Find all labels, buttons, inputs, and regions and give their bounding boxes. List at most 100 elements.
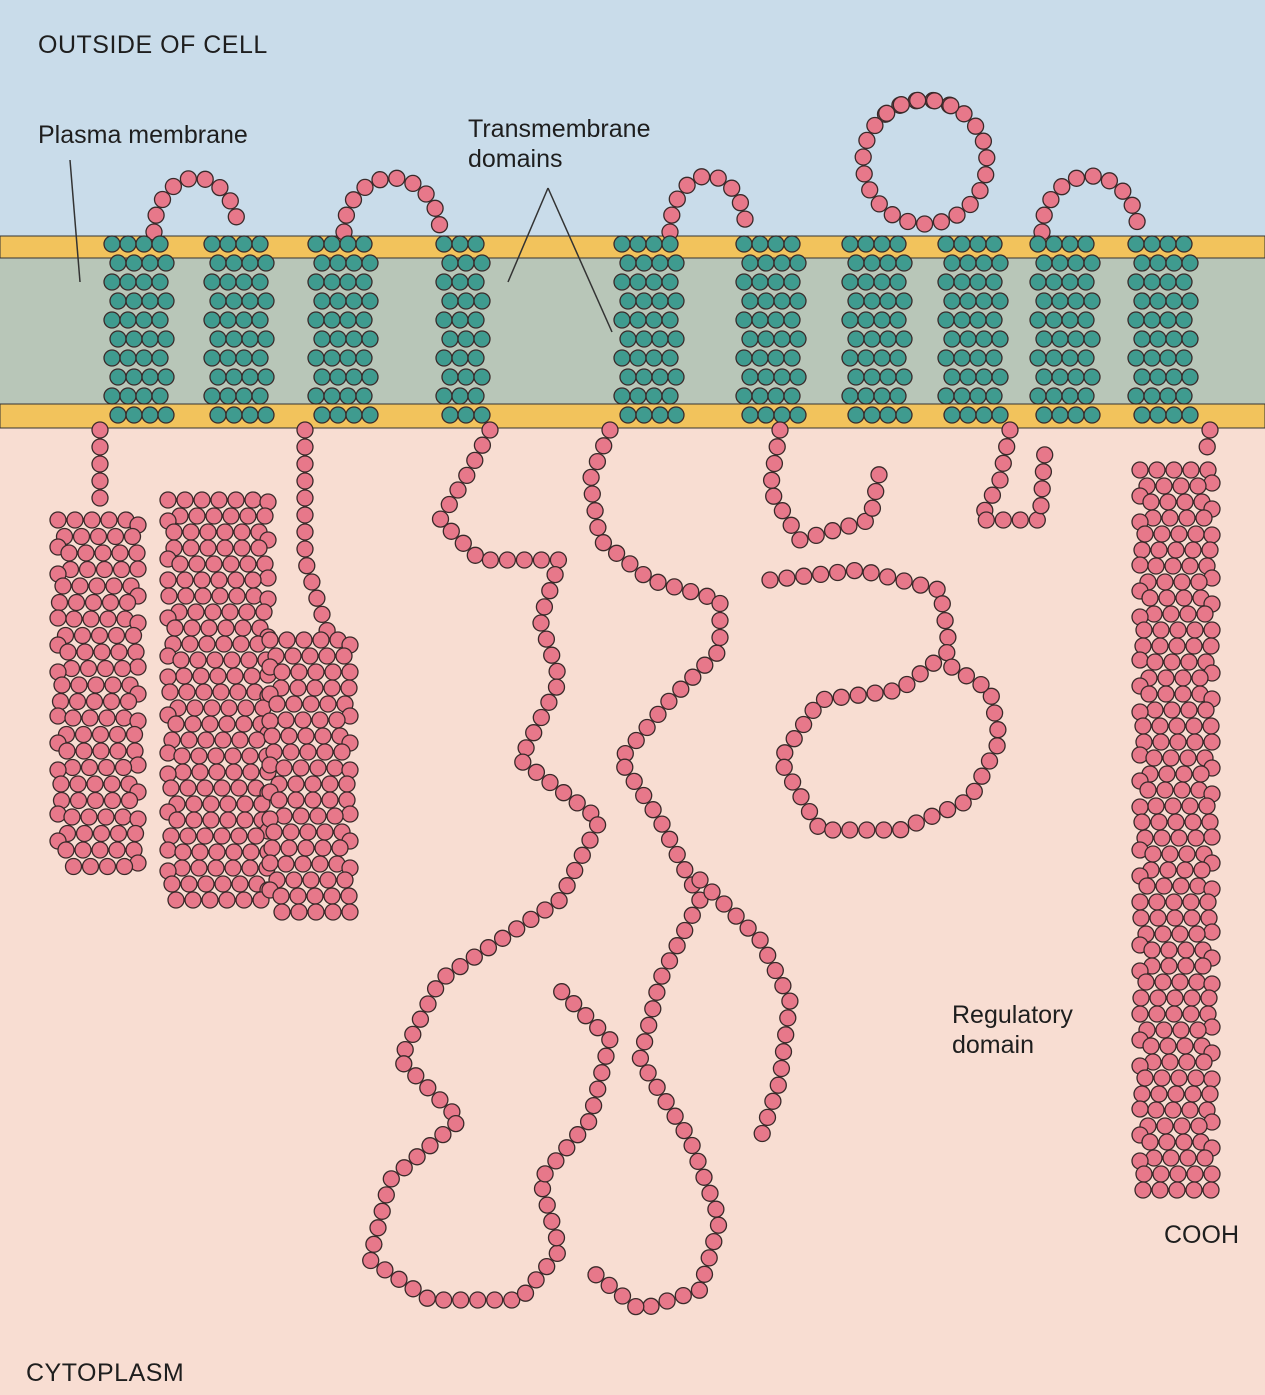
helix-bead	[452, 274, 468, 290]
extracellular-loop-bead	[228, 209, 244, 225]
cytoplasmic-chain-bead	[1161, 942, 1177, 958]
cytoplasmic-chain-bead	[162, 684, 178, 700]
helix-bead	[220, 274, 236, 290]
cytoplasmic-chain-bead	[1180, 606, 1196, 622]
cytoplasmic-chain-bead	[1156, 878, 1172, 894]
helix-bead	[774, 293, 790, 309]
cytoplasmic-chain-bead	[109, 842, 125, 858]
helix-bead	[652, 255, 668, 271]
cytoplasmic-chain-bead	[341, 680, 357, 696]
cytoplasmic-chain-bead	[92, 842, 108, 858]
cytoplasmic-chain-bead	[1132, 652, 1148, 668]
cytoplasmic-chain-bead	[281, 840, 297, 856]
helix-bead	[474, 407, 490, 423]
cytoplasmic-chain-bead	[1182, 558, 1198, 574]
helix-bead	[324, 350, 340, 366]
cytoplasmic-chain-bead	[432, 1092, 448, 1108]
cytoplasmic-chain-bead	[740, 920, 756, 936]
cytoplasmic-chain-bead	[515, 754, 531, 770]
helix-bead	[468, 236, 484, 252]
helix-bead	[992, 255, 1008, 271]
cytoplasmic-chain-bead	[641, 1017, 657, 1033]
helix-bead	[896, 407, 912, 423]
cytoplasmic-chain-bead	[1163, 606, 1179, 622]
extracellular-loop-bead	[1101, 173, 1117, 189]
extracellular-loop-bead	[871, 196, 887, 212]
helix-bead	[954, 388, 970, 404]
cytoplasmic-chain-bead	[74, 529, 90, 545]
helix-bead	[874, 388, 890, 404]
cytoplasm-label: CYTOPLASM	[26, 1358, 184, 1388]
cytoplasmic-chain-bead	[101, 512, 117, 528]
cytoplasmic-chain-bead	[64, 809, 80, 825]
cytoplasmic-chain-bead	[1183, 894, 1199, 910]
cytoplasmic-chain-bead	[105, 677, 121, 693]
cytoplasmic-chain-bead	[1178, 942, 1194, 958]
cytoplasmic-chain-bead	[1132, 747, 1148, 763]
cooh-terminus-label: COOH	[1164, 1220, 1239, 1250]
helix-bead	[1144, 236, 1160, 252]
cytoplasmic-chain-bead	[224, 652, 240, 668]
cytoplasmic-chain-bead	[940, 802, 956, 818]
helix-bead	[636, 369, 652, 385]
cytoplasmic-chain-bead	[98, 661, 114, 677]
cytoplasmic-chain-bead	[684, 1138, 700, 1154]
helix-bead	[252, 274, 268, 290]
helix-bead	[1030, 312, 1046, 328]
helix-bead	[340, 350, 356, 366]
helix-bead	[1052, 255, 1068, 271]
cytoplasmic-chain-bead	[1176, 1134, 1192, 1150]
cytoplasmic-chain-bead	[127, 743, 143, 759]
cytoplasmic-chain-bead	[112, 545, 128, 561]
cytoplasmic-chain-bead	[598, 1048, 614, 1064]
cytoplasmic-chain-bead	[590, 1081, 606, 1097]
helix-bead	[346, 331, 362, 347]
helix-bead	[142, 407, 158, 423]
cytoplasmic-chain-bead	[586, 1098, 602, 1114]
helix-bead	[630, 236, 646, 252]
helix-bead	[314, 255, 330, 271]
cytoplasmic-chain-bead	[327, 808, 343, 824]
cytoplasmic-chain-bead	[712, 596, 728, 612]
helix-bead	[308, 350, 324, 366]
cytoplasmic-chain-bead	[65, 760, 81, 776]
cytoplasmic-chain-bead	[582, 832, 598, 848]
helix-bead	[970, 236, 986, 252]
cytoplasmic-chain-bead	[129, 545, 145, 561]
cytoplasmic-chain-bead	[1151, 542, 1167, 558]
cytoplasmic-chain-bead	[884, 683, 900, 699]
helix-bead	[1166, 369, 1182, 385]
extracellular-loop-bead	[389, 170, 405, 186]
cytoplasmic-chain-bead	[126, 628, 142, 644]
cytoplasmic-chain-bead	[649, 1079, 665, 1095]
cytoplasmic-chain-bead	[220, 812, 236, 828]
helix-bead	[120, 236, 136, 252]
helix-bead	[986, 236, 1002, 252]
cytoplasmic-chain-bead	[1159, 590, 1175, 606]
helix-bead	[1128, 274, 1144, 290]
helix-bead	[308, 312, 324, 328]
extracellular-loop-bead	[197, 171, 213, 187]
cytoplasmic-chain-bead	[193, 668, 209, 684]
extracellular-loop-bead	[893, 97, 909, 113]
helix-bead	[636, 293, 652, 309]
helix-bead	[668, 255, 684, 271]
helix-bead	[896, 293, 912, 309]
helix-bead	[474, 293, 490, 309]
helix-bead	[242, 407, 258, 423]
helix-bead	[474, 255, 490, 271]
cytoplasmic-chain-bead	[1162, 846, 1178, 862]
cytoplasmic-chain-bead	[288, 776, 304, 792]
helix-bead	[1078, 236, 1094, 252]
cytoplasmic-chain-bead	[231, 828, 247, 844]
cytoplasmic-chain-bead	[1180, 750, 1196, 766]
helix-bead	[1030, 236, 1046, 252]
cytoplasmic-chain-bead	[339, 776, 355, 792]
helix-bead	[874, 236, 890, 252]
cytoplasmic-chain-bead	[305, 776, 321, 792]
cytoplasmic-chain-bead	[1187, 734, 1203, 750]
cytoplasmic-chain-bead	[893, 822, 909, 838]
cytoplasmic-chain-bead	[1188, 830, 1204, 846]
cytoplasmic-chain-bead	[448, 1116, 464, 1132]
